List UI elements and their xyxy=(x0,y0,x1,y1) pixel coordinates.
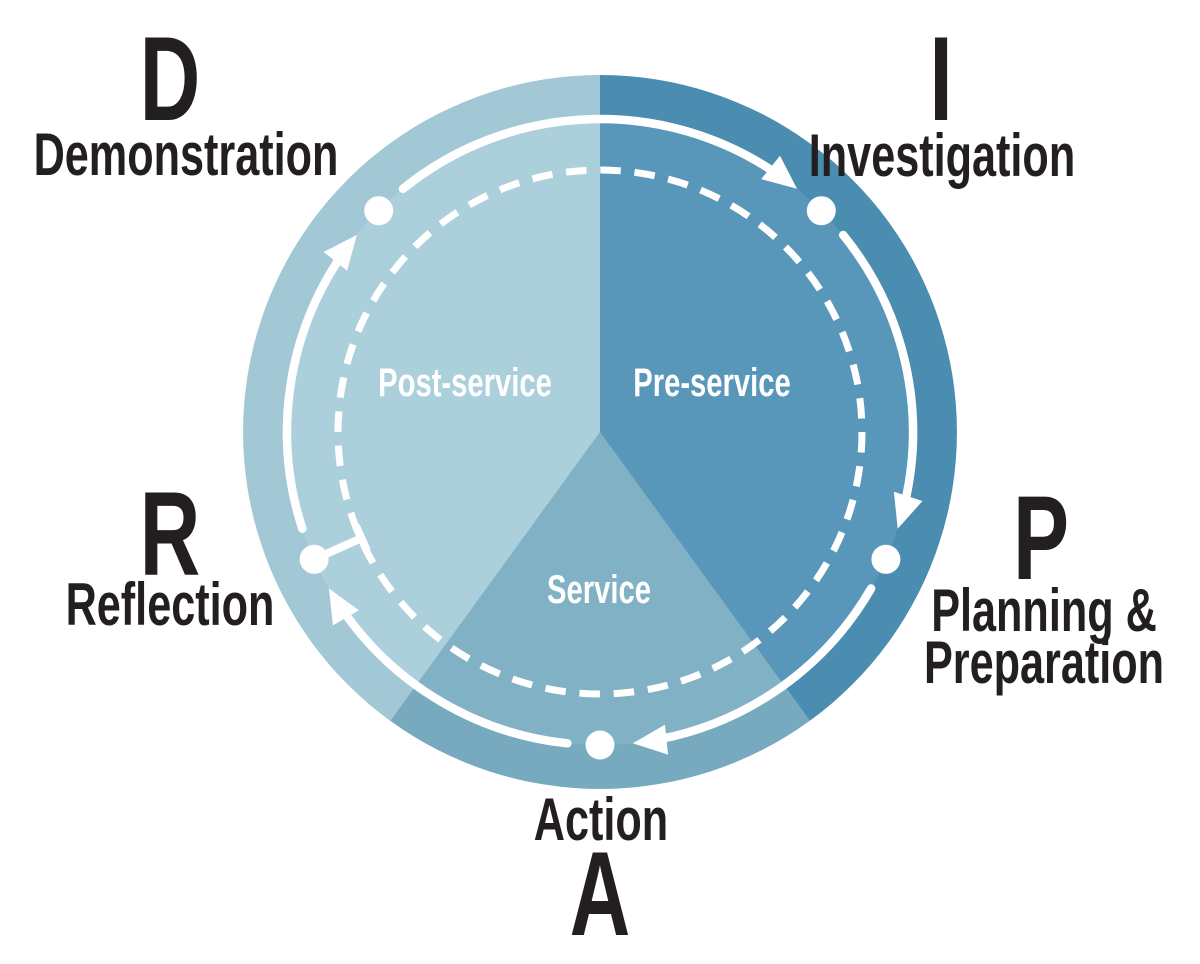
arc-reflection-to-demonstration xyxy=(282,252,345,533)
dashed-cycle-circle xyxy=(334,166,866,698)
node-dot-action xyxy=(585,730,615,760)
arrowhead-to-action-icon xyxy=(632,724,669,755)
arrowhead-to-investigation-icon xyxy=(761,155,797,189)
node-dot-investigation xyxy=(806,196,836,226)
arc-planning-to-action xyxy=(655,584,876,744)
arc-demonstration-to-investigation xyxy=(398,114,780,194)
node-dot-demonstration xyxy=(364,196,394,226)
reflection-marker-stem xyxy=(310,534,366,564)
pie-sector-service xyxy=(416,432,784,745)
track-arcs xyxy=(282,114,918,748)
reflection-start-marker xyxy=(310,523,371,564)
arrowhead-to-demonstration-icon xyxy=(323,235,357,271)
track-arrowheads xyxy=(323,155,923,755)
arc-action-to-reflection xyxy=(339,607,572,748)
arrowhead-to-reflection-icon xyxy=(328,588,359,626)
arc-investigation-to-planning xyxy=(838,230,918,507)
reflection-marker-crossbar xyxy=(352,523,371,554)
node-dot-planning xyxy=(871,544,901,574)
arrowhead-to-planning-icon xyxy=(893,491,923,529)
